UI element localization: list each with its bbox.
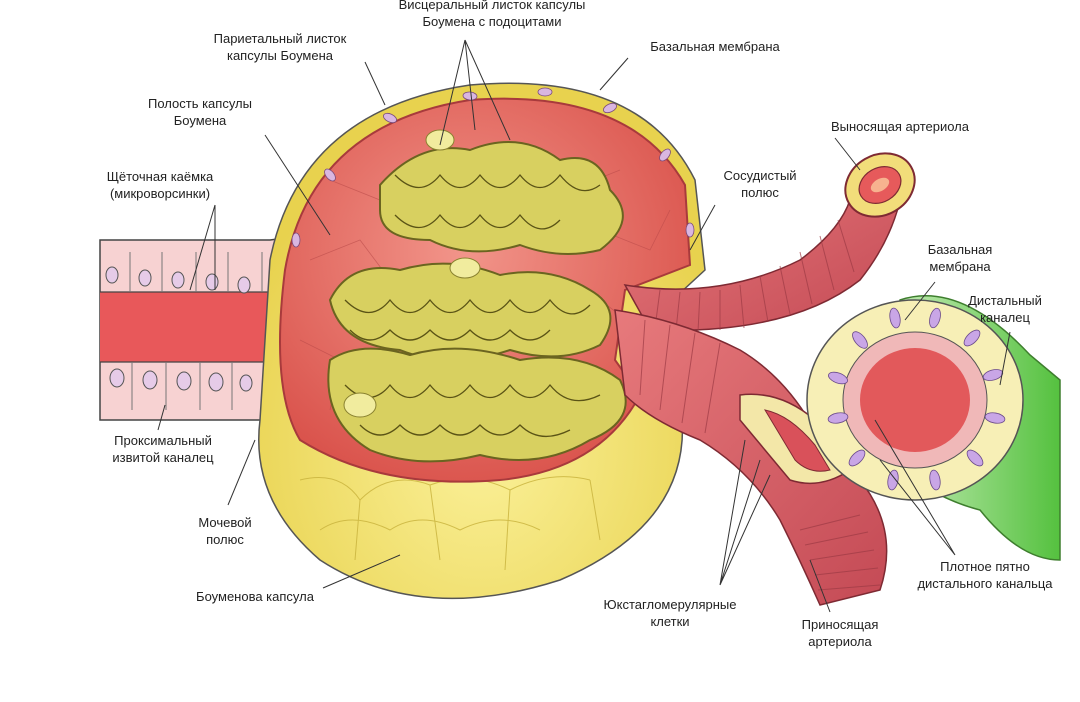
label-macula-densa: Плотное пятно дистального канальца: [917, 559, 1053, 591]
leader-lines: [157, 39, 1011, 613]
label-capsule-cavity: Полость капсулы Боумена: [148, 96, 252, 128]
label-proximal-tubule: Проксимальный извитой каналец: [112, 433, 214, 465]
label-basal-membrane-top: Базальная мембрана: [650, 39, 780, 54]
glomerulus: [327, 129, 627, 463]
afferent-arteriole: [614, 309, 888, 606]
label-bowman-capsule: Боуменова капсула: [196, 589, 314, 604]
label-visceral-layer: Висцеральный листок капсулы Боумена с по…: [398, 0, 586, 29]
label-vascular-pole: Сосудистый полюс: [723, 168, 797, 200]
label-urinary-pole: Мочевой полюс: [198, 515, 252, 547]
label-brush-border: Щёточная каёмка (микроворсинки): [106, 169, 214, 201]
label-parietal-layer: Париетальный листок капсулы Боумена: [213, 31, 347, 63]
label-distal-tubule: Дистальный каналец: [968, 293, 1042, 325]
label-basal-membrane-right: Базальная мембрана: [927, 242, 993, 274]
label-efferent-arteriole: Выносящая артериола: [830, 119, 969, 134]
distal-tubule: [806, 295, 1061, 561]
label-afferent-arteriole: Приносящая артериола: [801, 617, 879, 649]
label-jg-cells: Юкстагломерулярные клетки: [603, 597, 737, 629]
efferent-arteriole: [623, 152, 916, 333]
